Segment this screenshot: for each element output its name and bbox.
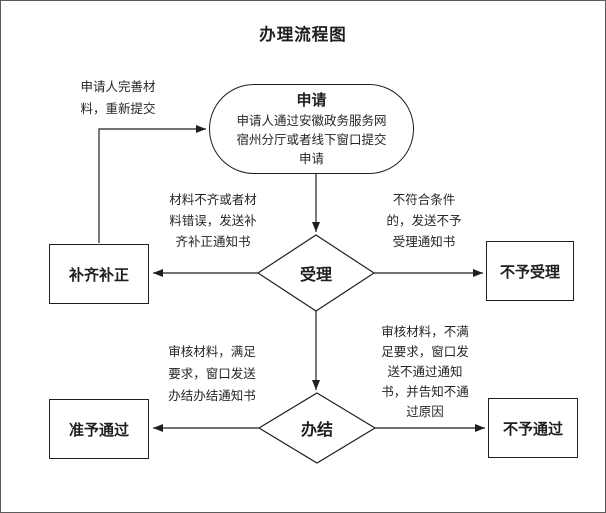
supplement-node: 补齐补正: [49, 244, 149, 304]
approve-node: 准予通过: [49, 399, 149, 459]
edge-label-to-approve: 审核材料，满足 要求，窗口发送 办结办结通知书: [168, 344, 256, 403]
apply-node: 申请 申请人通过安徽政务服务网 宿州分厅或者线下窗口提交 申请: [209, 84, 414, 174]
accept-diamond: [256, 234, 376, 312]
edge-label-to-reject-accept: 不符合条件 的，发送不予 受理通知书: [386, 192, 462, 249]
edge-label-to-deny: 审核材料，不满 足要求，窗口发 送不通过通知 书，并告知不通 过原因: [381, 324, 469, 419]
edge-label-resubmit: 申请人完善材 料，重新提交: [80, 79, 156, 116]
accept-diamond-label: 受理: [299, 265, 333, 284]
apply-node-body: 申请人通过安徽政务服务网 宿州分厅或者线下窗口提交 申请: [236, 113, 387, 166]
deny-node: 不予通过: [488, 398, 578, 458]
arrow-supplement-to-apply: [98, 125, 206, 243]
complete-diamond: [257, 392, 377, 464]
complete-diamond-label: 办结: [300, 420, 334, 439]
edge-label-to-supplement: 材料不齐或者材 料错误，发送补 齐补正通知书: [169, 192, 257, 249]
apply-node-title: 申请: [296, 91, 327, 109]
page-title: 办理流程图: [259, 25, 347, 44]
reject-accept-node: 不予受理: [486, 241, 574, 301]
